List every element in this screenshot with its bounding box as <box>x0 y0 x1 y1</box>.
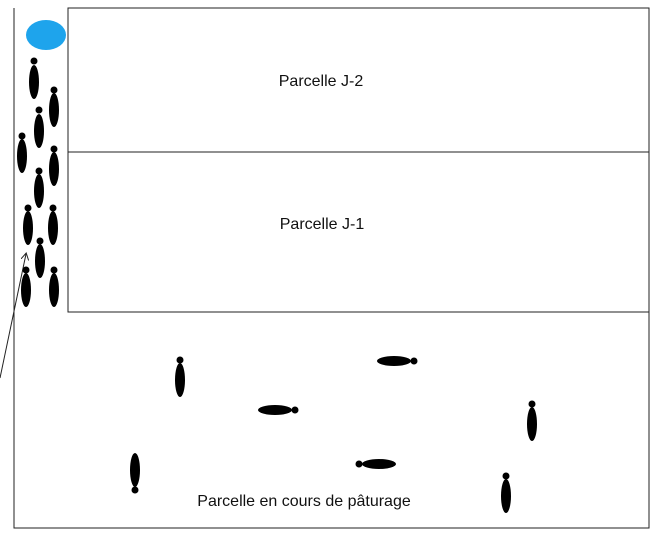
cow-icon <box>501 472 511 513</box>
cow-icon <box>355 459 396 469</box>
grazing-herd <box>130 356 537 513</box>
cow-icon <box>175 356 185 397</box>
arrow-icon <box>0 254 26 379</box>
cow-icon <box>130 453 140 494</box>
cow-icon <box>527 400 537 441</box>
plot-j1-label: Parcelle J-1 <box>279 216 365 233</box>
plot-current-border <box>13 8 650 529</box>
cow-icon <box>17 132 27 173</box>
cow-icon <box>49 266 59 307</box>
cow-icon <box>21 266 31 307</box>
cow-icon <box>48 204 58 245</box>
cow-icon <box>49 145 59 186</box>
cow-icon <box>258 405 299 415</box>
cow-icon <box>34 167 44 208</box>
cow-icon <box>23 204 33 245</box>
corridor-herd <box>17 57 59 307</box>
plot-j2-label: Parcelle J-2 <box>278 73 364 90</box>
cow-icon <box>49 86 59 127</box>
cow-icon <box>34 106 44 148</box>
plot-current-label: Parcelle en cours de pâturage <box>197 493 411 510</box>
cow-icon <box>377 356 418 366</box>
water-trough-icon <box>26 20 66 50</box>
cow-icon <box>35 237 45 278</box>
cow-icon <box>29 57 39 99</box>
